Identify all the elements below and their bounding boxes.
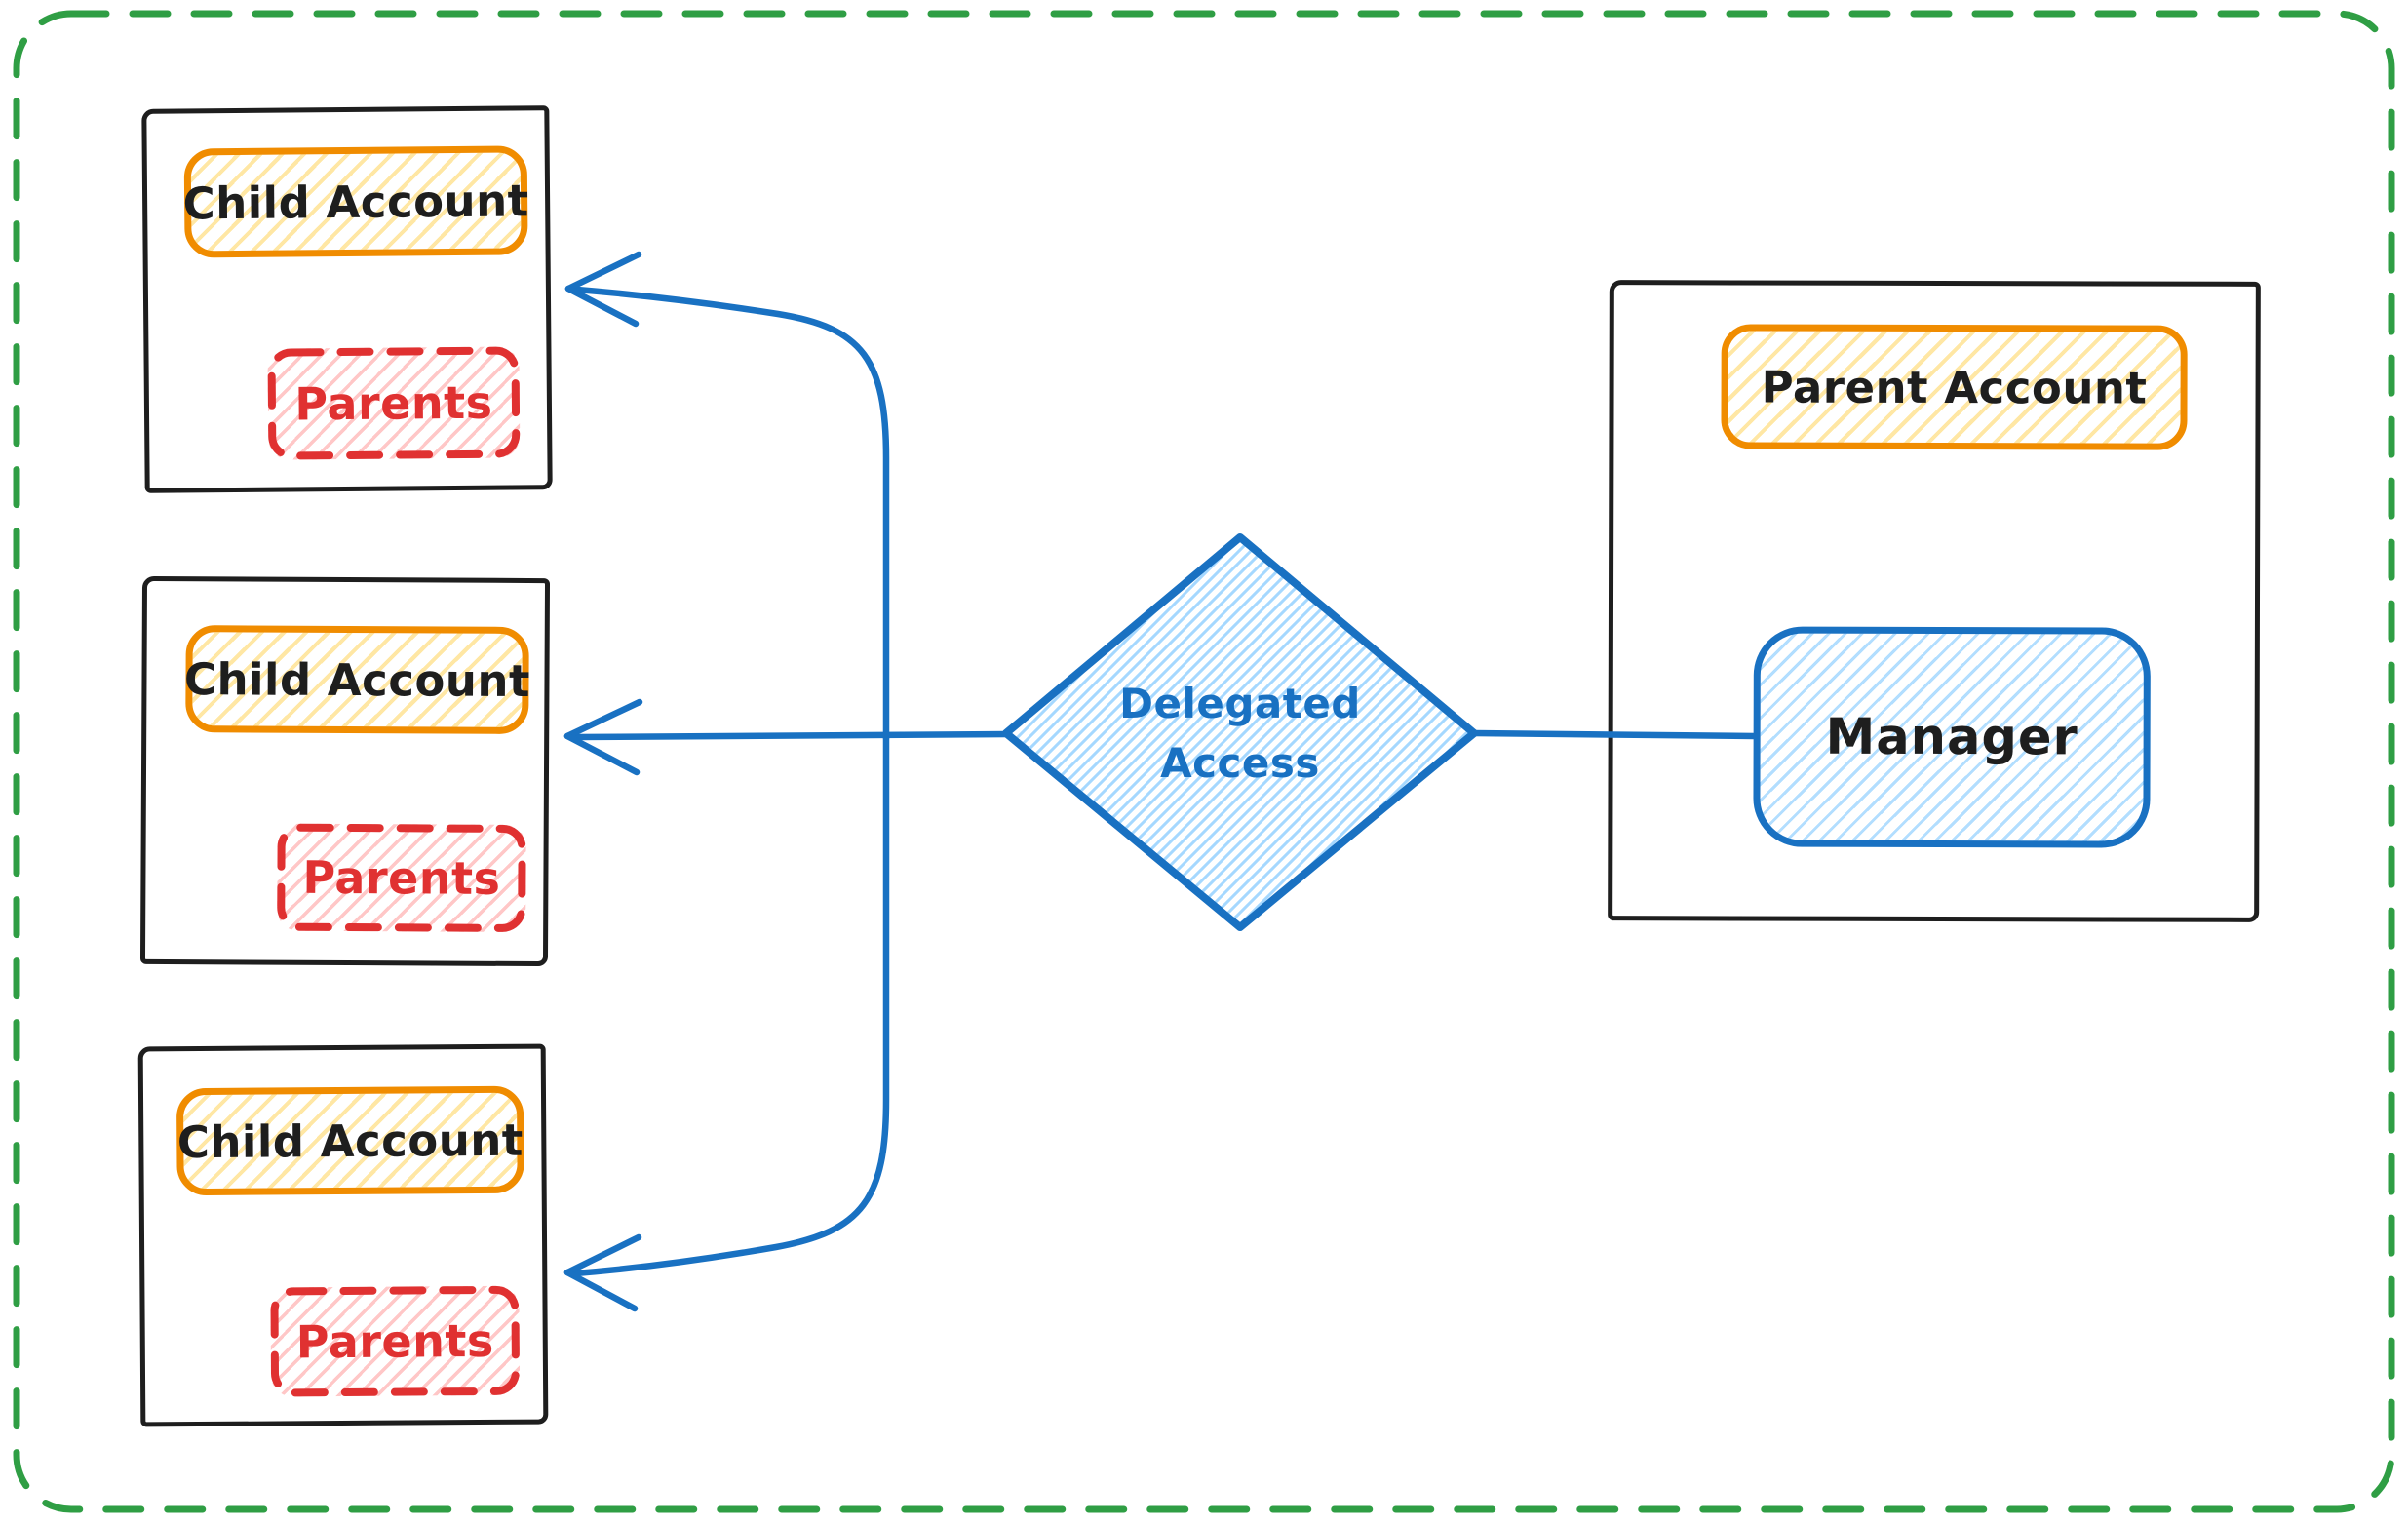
arrow-to-child-account-3 <box>563 734 890 1312</box>
parent-account-label-pill: Parent Account <box>1721 324 2188 450</box>
parents-label: Parents <box>302 850 501 905</box>
arrow-to-child-account-1 <box>564 251 890 742</box>
child-account-label: Child Account <box>183 652 531 707</box>
child-account-label: Child Account <box>176 1114 524 1168</box>
parent-account-card: Parent Account Manager <box>1608 280 2261 922</box>
child-account-label-pill: Child Account <box>175 1085 524 1196</box>
parents-badge: Parents <box>267 346 521 460</box>
child-account-card: Child Account Parents <box>139 575 551 967</box>
parents-badge: Parents <box>270 1285 521 1397</box>
child-account-label: Child Account <box>182 174 529 229</box>
manager-label: Manager <box>1825 708 2078 766</box>
parent-account-label: Parent Account <box>1761 361 2148 414</box>
child-account-card: Child Account Parents <box>141 105 553 493</box>
delegated-access-line2: Access <box>1160 738 1320 787</box>
arrow-to-child-account-2 <box>563 698 1011 776</box>
child-account-card: Child Account Parents <box>137 1043 549 1427</box>
parents-label: Parents <box>294 375 493 431</box>
delegated-access-label: Delegated Access <box>1045 648 1435 819</box>
parents-label: Parents <box>295 1313 494 1369</box>
child-account-label-pill: Child Account <box>182 145 529 258</box>
manager-box: Manager <box>1753 626 2151 848</box>
child-account-label-pill: Child Account <box>183 625 531 734</box>
parents-badge: Parents <box>277 823 526 932</box>
delegated-access-line1: Delegated <box>1119 679 1361 727</box>
